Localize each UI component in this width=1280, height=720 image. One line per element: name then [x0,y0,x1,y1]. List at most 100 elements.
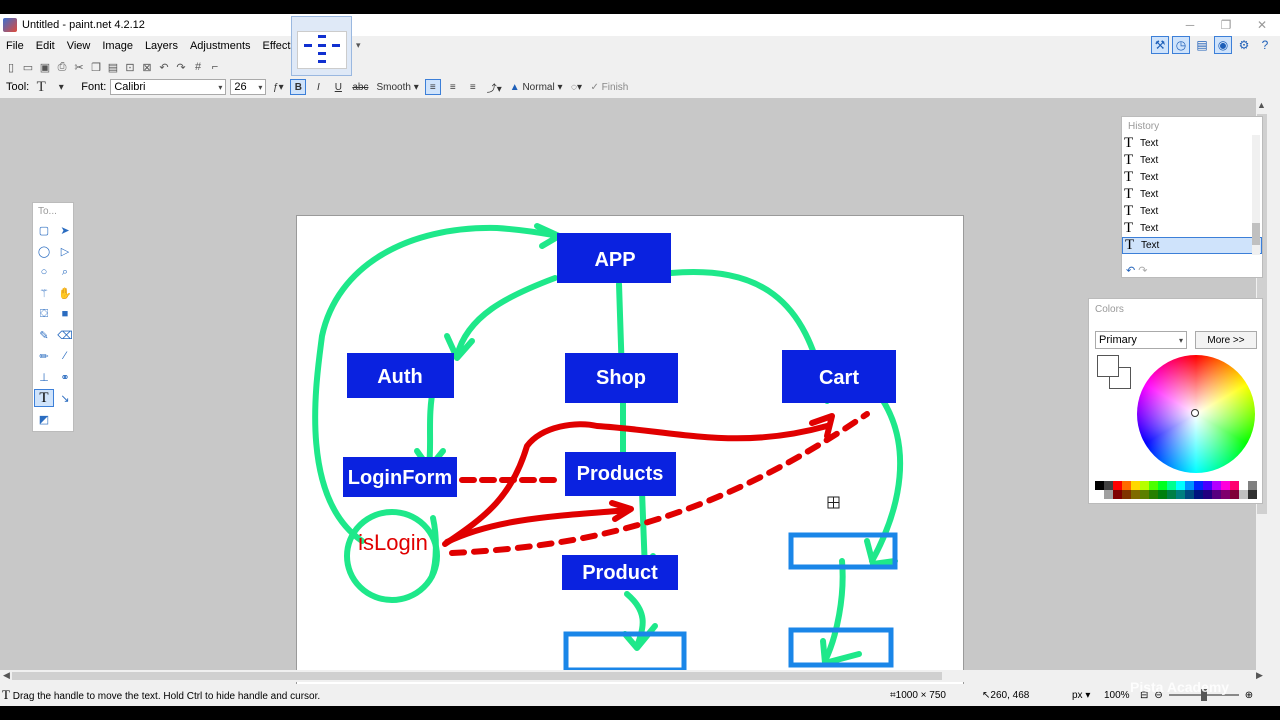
scroll-left-icon[interactable]: ◀ [3,670,10,680]
palette-swatch[interactable] [1239,481,1248,490]
paintbrush-icon[interactable]: ✎ [39,329,49,342]
menu-edit[interactable]: Edit [35,40,55,52]
font-size-select[interactable]: 26▾ [230,79,267,95]
menu-layers[interactable]: Layers [144,40,178,52]
palette-swatch[interactable] [1140,490,1149,499]
history-scrollbar[interactable] [1252,135,1260,255]
help-icon[interactable]: ? [1261,38,1269,52]
menu-image[interactable]: Image [102,40,133,52]
gradient-icon[interactable]: ■ [61,308,69,320]
line-curve-icon[interactable]: ↘ [60,392,70,405]
image-thumbnail-tab[interactable] [291,16,352,76]
move-selection-icon[interactable]: ▷ [60,245,70,258]
thumbnail-dropdown-icon[interactable]: ▾ [356,40,361,50]
save-icon[interactable]: ▣ [39,61,51,74]
magic-wand-icon[interactable]: ⚚ [39,287,49,300]
palette-swatch[interactable] [1104,490,1113,499]
rectangle-select-icon[interactable]: ▢ [38,224,50,237]
menu-adjustments[interactable]: Adjustments [189,40,251,52]
zoom-icon[interactable]: ⌕ [61,265,69,278]
palette-swatch[interactable] [1212,490,1221,499]
ruler-icon[interactable]: ⌐ [211,61,219,73]
palette-swatch[interactable] [1212,481,1221,490]
palette-swatch[interactable] [1131,490,1140,499]
palette-swatch[interactable] [1248,490,1257,499]
primary-color-swatch[interactable] [1097,355,1119,377]
tool-dropdown-icon[interactable]: ▾ [58,81,64,93]
ellipse-select-icon[interactable]: ○ [40,266,48,278]
deselect-icon[interactable]: ⊠ [142,61,152,74]
palette-swatch[interactable] [1176,490,1185,499]
undo-icon[interactable]: ↶ [159,61,169,74]
units-select[interactable]: px ▾ [1072,689,1091,701]
copy-icon[interactable]: ❐ [91,61,101,74]
bold-button[interactable]: B [290,79,307,95]
open-file-icon[interactable]: ▭ [22,61,34,74]
palette-swatch[interactable] [1149,490,1158,499]
underline-button[interactable]: U [334,81,342,93]
cut-icon[interactable]: ✂ [74,61,84,74]
color-palette[interactable] [1095,481,1257,499]
tools-window-toggle-icon[interactable]: ⚒ [1151,36,1169,54]
palette-swatch[interactable] [1185,490,1194,499]
align-center-icon[interactable]: ≡ [449,81,456,93]
zoom-level[interactable]: 100% [1104,689,1130,701]
palette-swatch[interactable] [1167,481,1176,490]
canvas-workspace[interactable]: APP Auth Shop Cart LoginForm Products Pr… [0,98,1268,715]
actual-size-icon[interactable]: ⊟ [1140,689,1149,701]
blend-mode-select[interactable]: ▲ Normal ▾ [509,81,563,93]
palette-swatch[interactable] [1176,481,1185,490]
scroll-right-icon[interactable]: ▶ [1256,670,1263,680]
palette-swatch[interactable] [1122,490,1131,499]
pencil-icon[interactable]: ✏ [39,350,49,363]
close-button[interactable]: ✕ [1256,18,1268,32]
align-right-icon[interactable]: ≡ [469,81,476,93]
italic-button[interactable]: I [316,81,320,93]
menu-file[interactable]: File [6,40,24,52]
palette-swatch[interactable] [1113,481,1122,490]
maximize-button[interactable]: ❐ [1220,18,1232,32]
zoom-in-icon[interactable]: ⊕ [1244,689,1254,701]
finish-button[interactable]: ✓ Finish [590,81,629,93]
palette-swatch[interactable] [1203,490,1212,499]
grid-icon[interactable]: # [194,61,202,73]
palette-swatch[interactable] [1104,481,1113,490]
history-window-toggle-icon[interactable]: ◷ [1172,36,1190,54]
palette-swatch[interactable] [1203,481,1212,490]
palette-swatch[interactable] [1221,481,1230,490]
palette-swatch[interactable] [1122,481,1131,490]
shapes-icon[interactable]: ◩ [38,413,50,426]
clone-stamp-icon[interactable]: ⊥ [39,371,49,384]
palette-swatch[interactable] [1131,481,1140,490]
palette-swatch[interactable] [1230,481,1239,490]
palette-swatch[interactable] [1194,481,1203,490]
zoom-out-icon[interactable]: ⊖ [1154,689,1163,701]
antialias-select[interactable]: Smooth ▾ [376,81,419,93]
redo-icon-history[interactable]: ↷ [1138,265,1148,277]
lasso-select-icon[interactable]: ◯ [37,245,51,258]
align-left-icon[interactable]: ≡ [424,79,441,95]
layers-window-toggle-icon[interactable]: ▤ [1196,38,1208,52]
settings-gear-icon[interactable]: ⚙ [1238,38,1250,52]
scroll-up-icon[interactable]: ▲ [1257,100,1266,110]
menu-view[interactable]: View [66,40,91,52]
horizontal-scrollbar[interactable]: ◀ ▶ [0,670,1268,682]
image-canvas[interactable]: APP Auth Shop Cart LoginForm Products Pr… [296,215,964,715]
move-selected-icon[interactable]: ➤ [60,224,70,237]
eraser-icon[interactable]: ⌫ [57,329,73,342]
palette-swatch[interactable] [1185,481,1194,490]
palette-swatch[interactable] [1221,490,1230,499]
more-colors-button[interactable]: More >> [1195,331,1257,349]
recolor-icon[interactable]: ⚭ [60,371,70,384]
menu-effects[interactable]: Effects [262,40,296,52]
fill-mode-icon[interactable]: ⤴▾ [486,83,502,95]
colors-window-toggle-icon[interactable]: ◉ [1214,36,1232,54]
palette-swatch[interactable] [1248,481,1257,490]
palette-swatch[interactable] [1194,490,1203,499]
